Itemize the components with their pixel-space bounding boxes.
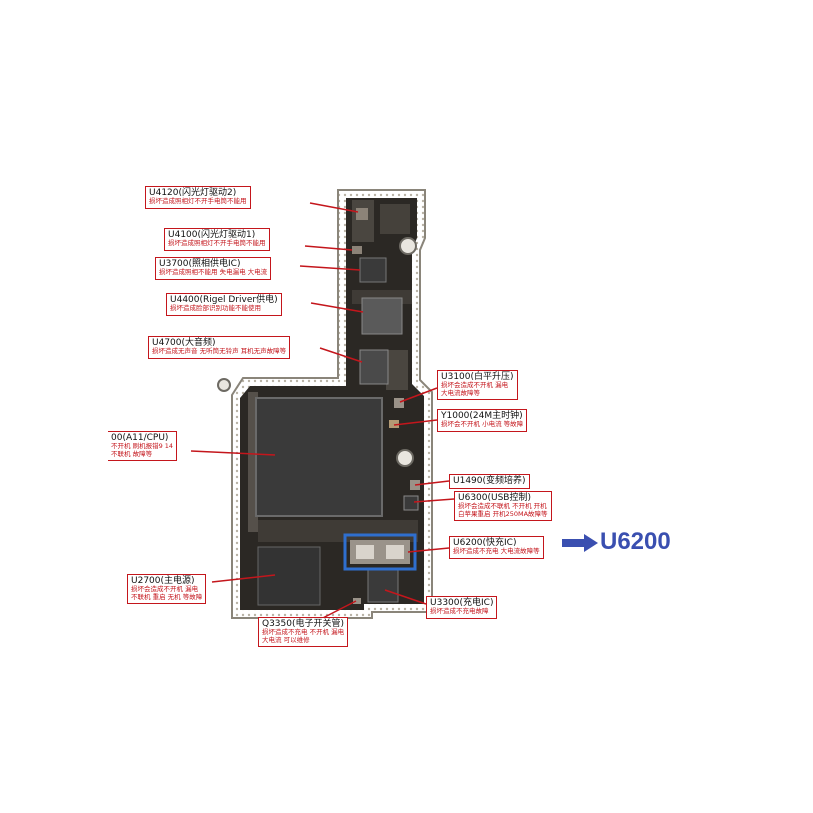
chip-u3100 [394, 398, 404, 408]
label-a11-cpu: 00(A11/CPU) 不开机 刷机报错9 14 不联机 故障等 [108, 431, 178, 462]
leader-u3700 [299, 265, 361, 271]
label-u4120: U4120(闪光灯驱动2) 损坏造成照相灯不开手电筒不能用 [145, 186, 251, 209]
label-y1000: Y1000(24M主时钟) 损坏会不开机 小电流 等故障 [437, 409, 528, 432]
leader-a11 [190, 450, 276, 456]
label-u2700-desc1: 损坏会造成不开机 漏电 [131, 585, 199, 594]
label-u4400: U4400(Rigel Driver供电) 损坏造成脸部识别功能不能使用 [166, 293, 282, 316]
leader-u4400 [310, 302, 364, 313]
label-u3700: U3700(照相供电IC) 损坏造成照相不能用 失电漏电 大电流 [155, 257, 272, 280]
leader-u1490 [414, 480, 450, 486]
label-u4120-desc: 损坏造成照相灯不开手电筒不能用 [149, 197, 247, 206]
leader-u6300 [413, 498, 455, 503]
label-q3350: Q3350(电子开关管) 损坏造成不充电 不开机 漏电 大电流 可以维修 [258, 617, 349, 648]
label-u3300-desc: 损坏造成不充电故障 [430, 607, 489, 616]
label-u4400-desc: 损坏造成脸部识别功能不能使用 [170, 304, 261, 313]
label-u2700-title: U2700(主电源) [131, 576, 195, 586]
label-u3100: U3100(白平升压) 损坏会造成不开机 漏电 大电流故障等 [437, 370, 518, 401]
label-u3300-title: U3300(充电IC) [430, 598, 494, 608]
label-u2700: U2700(主电源) 损坏会造成不开机 漏电 不联机 重启 无机 等故障 [127, 574, 207, 605]
label-u6200-desc: 损坏造成不充电 大电流故障等 [453, 547, 540, 556]
leader-u2700 [211, 574, 276, 583]
label-u3700-title: U3700(照相供电IC) [159, 259, 241, 269]
label-u4700: U4700(大音频) 损坏造成无声音 无听筒无铃声 耳机无声故障等 [148, 336, 291, 359]
screw-hole [396, 449, 414, 467]
label-a11-desc2: 不联机 故障等 [111, 449, 153, 458]
leader-u4700 [319, 347, 363, 363]
leader-u4120 [309, 202, 359, 213]
leader-u6200 [407, 547, 450, 553]
chip-u6200-pad [356, 545, 374, 559]
label-u6300-title: U6300(USB控制) [458, 493, 531, 503]
chip-y1000 [389, 420, 399, 428]
arrow-right-icon [562, 534, 598, 552]
screw-hole [217, 378, 231, 392]
label-u1490: U1490(变频培养) [449, 474, 530, 490]
label-y1000-desc: 损坏会不开机 小电流 等故障 [441, 420, 524, 429]
u6200-callout: U6200 [600, 528, 671, 555]
chip-q3350 [353, 598, 361, 604]
label-u6300-desc2: 白苹果重启 开机250MA故障等 [458, 509, 548, 518]
label-u3300: U3300(充电IC) 损坏造成不充电故障 [426, 596, 498, 619]
label-u3100-desc1: 损坏会造成不开机 漏电 [441, 381, 509, 390]
component-strip [258, 520, 418, 542]
label-y1000-title: Y1000(24M主时钟) [441, 411, 523, 421]
leader-u4100 [304, 245, 353, 251]
component-strip [248, 392, 258, 532]
label-u6300-desc1: 损坏会造成不联机 不开机 开机 [458, 502, 547, 511]
label-u6200-title: U6200(快充IC) [453, 538, 517, 548]
leader-y1000 [393, 419, 438, 426]
component-strip [352, 200, 374, 242]
label-q3350-desc2: 大电流 可以维修 [262, 635, 310, 644]
label-u4700-desc: 损坏造成无声音 无听筒无铃声 耳机无声故障等 [152, 347, 287, 356]
label-u6200: U6200(快充IC) 损坏造成不充电 大电流故障等 [449, 536, 544, 559]
component-strip [386, 350, 408, 390]
chip-u4120 [356, 208, 368, 220]
leader-u3300 [384, 589, 427, 605]
chip-u3300 [367, 569, 399, 603]
label-a11-desc1: 不开机 刷机报错9 14 [111, 442, 174, 451]
chip-u4700 [359, 349, 389, 385]
component-strip [380, 204, 410, 234]
chip-u4400 [361, 297, 403, 335]
label-u1490-title: U1490(变频培养) [453, 476, 526, 486]
label-u3700-desc: 损坏造成照相不能用 失电漏电 大电流 [159, 268, 268, 277]
label-u4700-title: U4700(大音频) [152, 338, 216, 348]
label-u4400-title: U4400(Rigel Driver供电) [170, 295, 278, 305]
label-u4100-title: U4100(闪光灯驱动1) [168, 230, 256, 240]
label-u4100-desc: 损坏造成照相灯不开手电筒不能用 [168, 239, 266, 248]
chip-u3700 [359, 257, 387, 283]
label-u2700-desc2: 不联机 重启 无机 等故障 [131, 592, 203, 601]
label-q3350-title: Q3350(电子开关管) [262, 619, 345, 629]
screw-hole [399, 237, 417, 255]
label-u3100-desc2: 大电流故障等 [441, 388, 480, 397]
label-q3350-desc1: 损坏造成不充电 不开机 漏电 [262, 628, 345, 637]
label-u4100: U4100(闪光灯驱动1) 损坏造成照相灯不开手电筒不能用 [164, 228, 270, 251]
label-u4120-title: U4120(闪光灯驱动2) [149, 188, 237, 198]
label-u6300: U6300(USB控制) 损坏会造成不联机 不开机 开机 白苹果重启 开机250… [454, 491, 552, 522]
label-u3100-title: U3100(白平升压) [441, 372, 514, 382]
chip-u6300 [403, 495, 419, 511]
chip-u4100 [352, 246, 362, 254]
chip-u6200-pad [386, 545, 404, 559]
leader-u3100 [399, 387, 438, 403]
chip-a11-cpu [255, 397, 383, 517]
label-a11-title: 00(A11/CPU) [111, 433, 169, 443]
